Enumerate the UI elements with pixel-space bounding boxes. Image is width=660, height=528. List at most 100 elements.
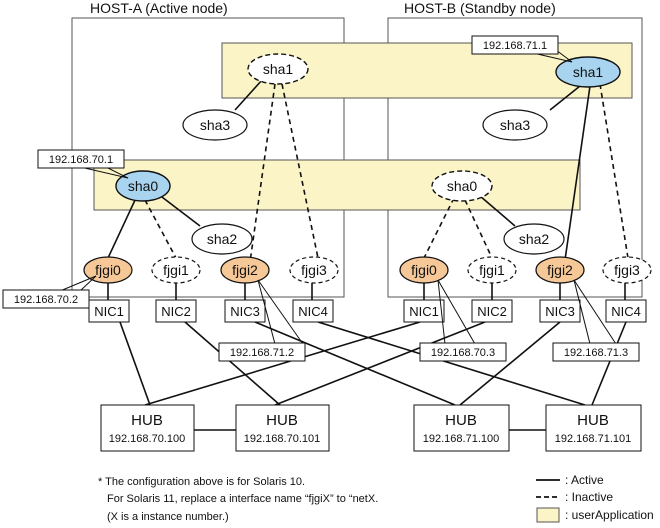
note-line-3: (X is a instance number.) (107, 511, 229, 523)
sha3-a-ellipse (182, 109, 248, 141)
nic4-b-box (605, 299, 647, 323)
nic4-a-label: NIC4 (298, 304, 328, 319)
fjgi1-b-ellipse (467, 256, 517, 284)
fjgi0-b-label: fjgi0 (411, 262, 437, 278)
note-line-2: For Solaris 11, replace a interface name… (107, 493, 378, 505)
fjgi3-a-label: fjgi3 (301, 262, 327, 278)
ip-sha0-a: 192.168.70.1 (49, 154, 113, 166)
sha2-b-label: sha2 (519, 231, 550, 247)
nic2-a-label: NIC2 (161, 304, 191, 319)
fjgi2-a-ellipse (220, 256, 270, 284)
legend-user-app-label: : userApplication (565, 508, 654, 522)
fjgi2-b-label: fjgi2 (547, 262, 573, 278)
ip-callout-fjgi2-a (218, 342, 306, 362)
fjgi3-b-label: fjgi3 (614, 262, 640, 278)
line-sha1-fjgi3-a (281, 83, 319, 259)
nic1-b-box (403, 299, 445, 323)
line-sha0-fjgi1-b (464, 199, 493, 259)
fjgi2-a-label: fjgi2 (232, 262, 258, 278)
hub-2-ip: 192.168.70.101 (244, 433, 320, 445)
cable-b-nic3-hub71-100 (459, 321, 561, 406)
cable-a-nic4-hub71-101 (317, 321, 586, 406)
sha3-b-ellipse (482, 109, 548, 141)
sha1-b-ellipse (555, 56, 621, 88)
fjgi3-b-ellipse (602, 256, 652, 284)
line-sha0-fjgi0-a (107, 197, 137, 259)
line-sha0-sha2-a (157, 193, 201, 227)
ip-callout-fjgi0-a (2, 289, 90, 309)
sha2-a-label: sha2 (207, 231, 238, 247)
fjgi3-a-ellipse (289, 256, 339, 284)
ip-callout-fjgi0-b (419, 342, 507, 362)
ip-fjgi0-b: 192.168.70.3 (431, 347, 495, 359)
sha0-b-ellipse (431, 170, 493, 202)
line-sha1-sha3-a (234, 79, 263, 111)
cable-b-nic2-hub70-101 (274, 321, 486, 406)
note-line-1: * The configuration above is for Solaris… (98, 476, 305, 488)
sha3-b-label: sha3 (500, 117, 531, 133)
hub-71-101-box (545, 404, 642, 452)
connection-lines (107, 79, 629, 431)
user-application-box-sha0 (93, 159, 581, 211)
nic4-a-box (292, 299, 334, 323)
nic3-b-label: NIC3 (545, 304, 575, 319)
ip-fjgi2-a: 192.168.71.2 (230, 347, 294, 359)
cable-b-nic1-hub70-100 (144, 321, 421, 406)
cable-a-nic1-hub70-100 (119, 321, 151, 406)
line-sha1-fjgi2-b (564, 85, 591, 261)
nic3-a-label: NIC3 (230, 304, 260, 319)
hub-4-label: HUB (577, 412, 609, 429)
line-sha0-sha2-b (479, 195, 516, 227)
host-a-title: HOST-A (Active node) (90, 0, 228, 16)
nic2-b-label: NIC2 (477, 304, 507, 319)
fjgi1-a-ellipse (151, 256, 201, 284)
hub-70-101-box (235, 404, 330, 452)
hub-70-100-box (100, 404, 195, 452)
hub-3-ip: 192.168.71.100 (423, 433, 499, 445)
ip-sha1-b: 192.168.71.1 (483, 40, 547, 52)
fjgi1-b-label: fjgi1 (479, 262, 505, 278)
host-b-title: HOST-B (Standby node) (404, 0, 556, 16)
sha1-b-label: sha1 (573, 64, 604, 80)
sha3-a-label: sha3 (200, 117, 231, 133)
nic2-a-box (155, 299, 197, 323)
line-sha1-fjgi3-b (599, 83, 629, 259)
sha1-a-label: sha1 (263, 61, 294, 77)
fjgi0-b-ellipse (399, 256, 449, 284)
sha0-a-ellipse (115, 170, 171, 202)
hub-2-label: HUB (266, 412, 298, 429)
nic3-b-box (539, 299, 581, 323)
ip-callout-fjgi2-b (552, 342, 640, 362)
hub-4-ip: 192.168.71.101 (555, 433, 631, 445)
fjgi0-a-label: fjgi0 (95, 262, 121, 278)
nic1-a-box (88, 299, 130, 323)
nic1-b-label: NIC1 (409, 304, 439, 319)
cable-b-nic4-hub71-101 (591, 321, 627, 406)
sha0-b-label: sha0 (447, 178, 478, 194)
fjgi1-a-label: fjgi1 (163, 262, 189, 278)
legend-user-app-swatch (536, 507, 560, 523)
nic2-b-box (471, 299, 513, 323)
cable-a-nic2-hub70-101 (184, 321, 281, 406)
cable-a-nic3-hub71-100 (254, 321, 456, 406)
hub-1-ip: 192.168.70.100 (109, 433, 185, 445)
sha0-a-label: sha0 (128, 178, 159, 194)
nic4-b-label: NIC4 (611, 304, 641, 319)
ip-fjgi0-a: 192.168.70.2 (14, 294, 78, 306)
nic1-a-label: NIC1 (94, 304, 124, 319)
host-b-box (387, 17, 643, 298)
sha2-a-ellipse (191, 223, 253, 255)
legend-active-label: : Active (565, 473, 604, 487)
hub-71-100-box (413, 404, 510, 452)
hub-3-label: HUB (445, 412, 477, 429)
hub-1-label: HUB (131, 412, 163, 429)
nic3-a-box (224, 299, 266, 323)
ip-callout-sha0-a (37, 149, 125, 169)
legend-inactive-label: : Inactive (565, 490, 613, 504)
line-sha0-fjgi1-a (144, 199, 177, 259)
line-sha0-fjgi0-b (423, 197, 455, 259)
fjgi2-b-ellipse (535, 256, 585, 284)
sha2-b-ellipse (503, 223, 565, 255)
line-sha1-fjgi2-a (249, 83, 276, 263)
